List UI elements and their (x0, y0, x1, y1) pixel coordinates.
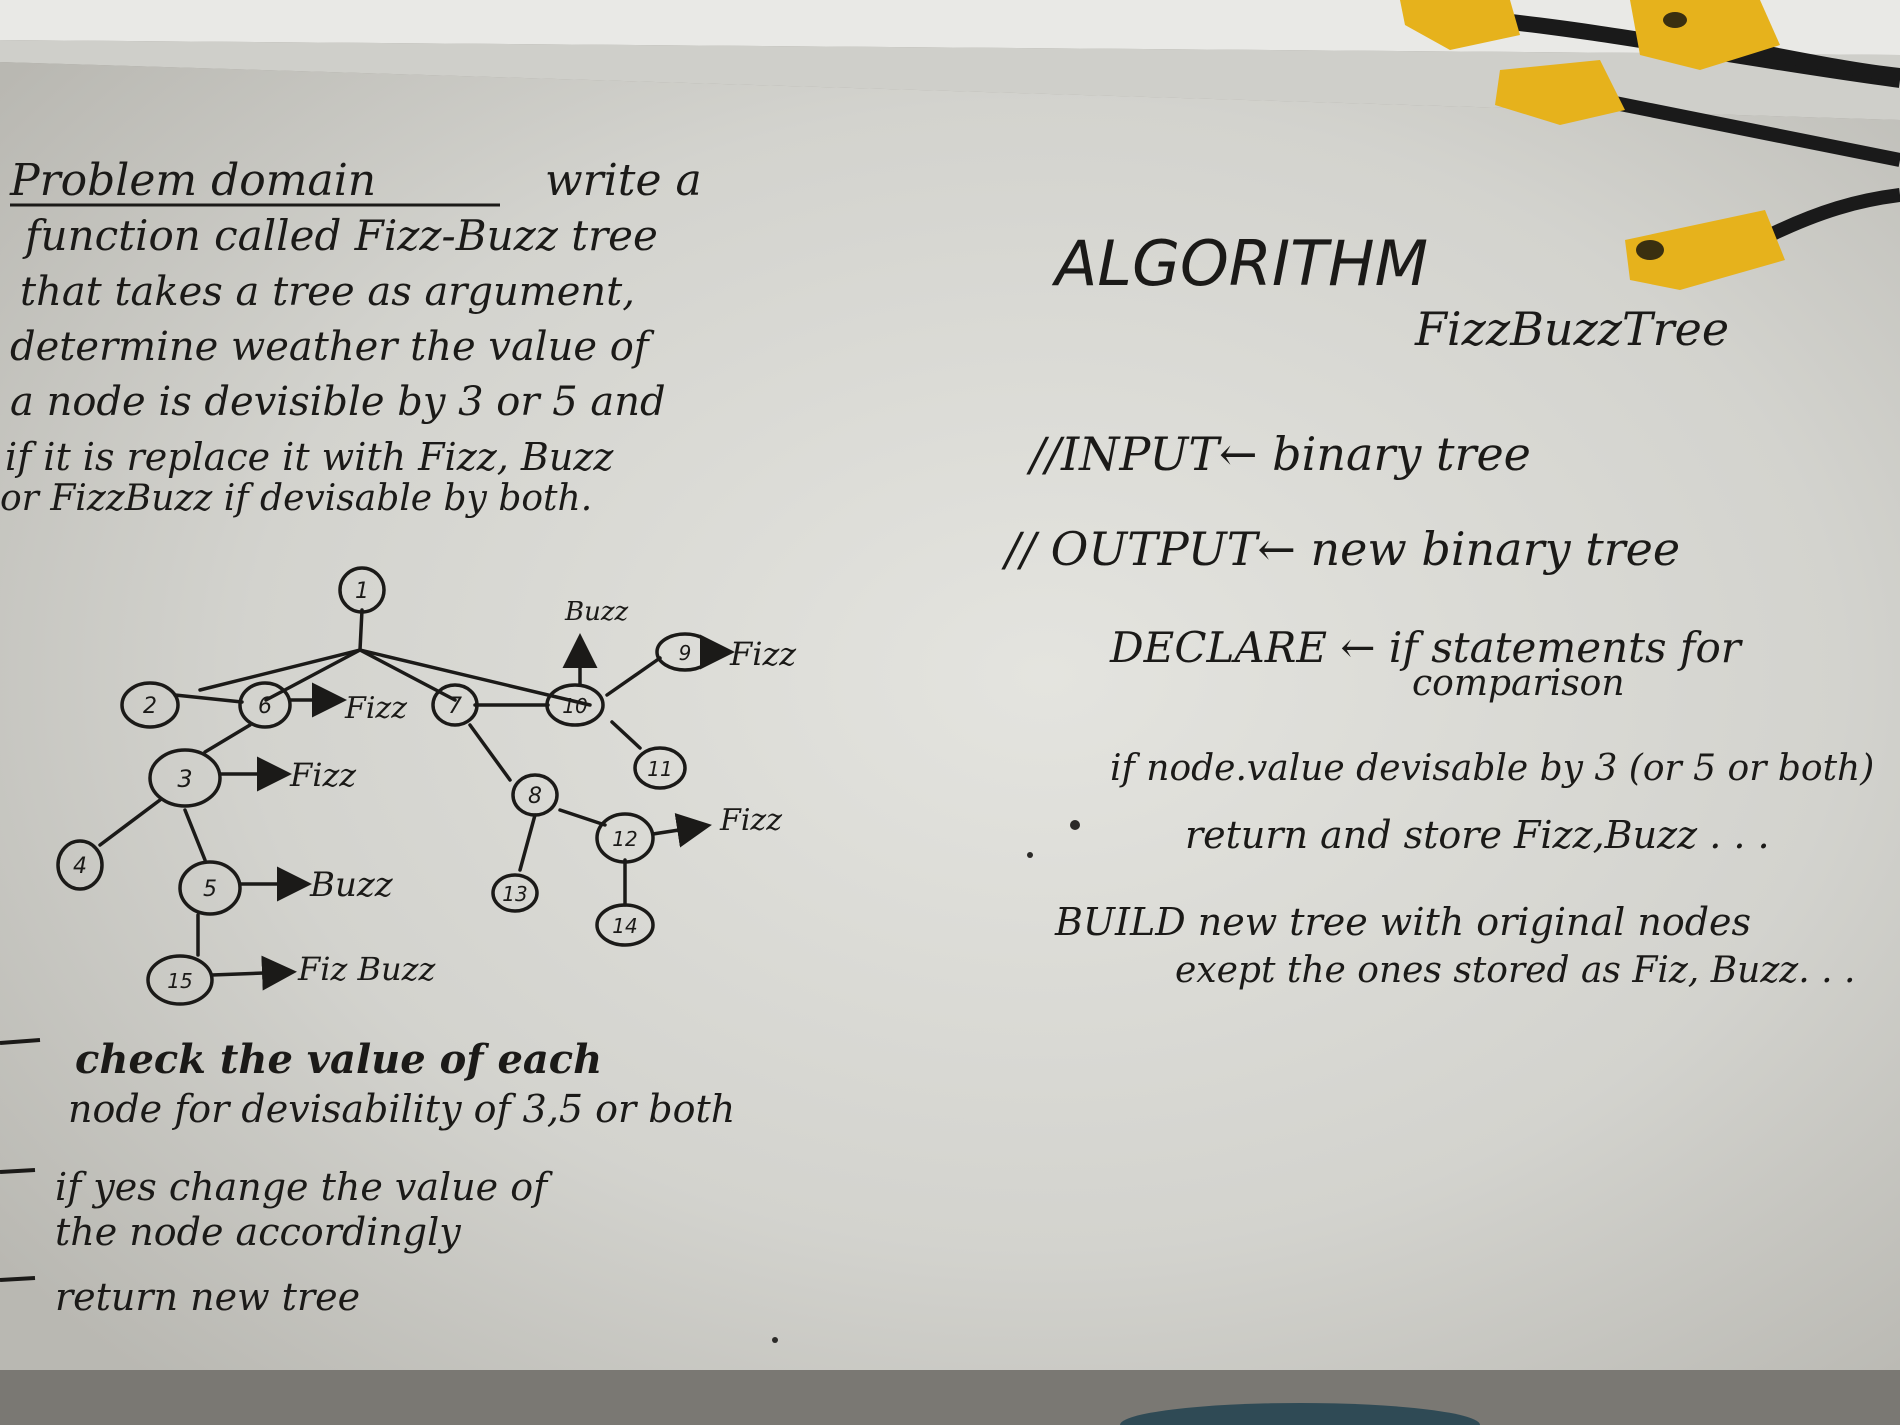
blue-object-bottom (1120, 1403, 1480, 1425)
step-1-line-1: check the value of each (75, 1036, 602, 1083)
problem-line-1: write a (545, 155, 702, 206)
svg-text:4: 4 (73, 854, 87, 879)
algorithm-build-line-1: BUILD new tree with original nodes (1054, 900, 1751, 944)
step-dash-3 (0, 1276, 36, 1282)
step-2-line-1: if yes change the value of (55, 1165, 553, 1209)
plug-1 (1400, 0, 1520, 50)
cable-connectors (1400, 0, 1900, 290)
plug-4 (1625, 210, 1785, 290)
algorithm-if-line-1: if node.value devisable by 3 (or 5 or bo… (1110, 748, 1874, 789)
problem-domain-heading: Problem domain (9, 155, 376, 206)
board-rail (0, 40, 1900, 120)
annotation-node5: Buzz (309, 865, 394, 905)
svg-text:1: 1 (355, 579, 369, 604)
problem-line-6: if it is replace it with Fizz, Buzz (5, 435, 614, 479)
algorithm-if-line-2: return and store Fizz,Buzz . . . (1185, 813, 1770, 857)
tree-node-2: 2 (120, 681, 180, 729)
tree-node-15: 15 (146, 954, 214, 1006)
svg-text:5: 5 (203, 877, 217, 902)
algorithm-subtitle: FizzBuzzTree (1414, 302, 1729, 356)
board-bottom-edge (0, 1370, 1900, 1425)
steps-block: check the value of each node for devisab… (0, 1036, 735, 1319)
svg-text:15: 15 (167, 969, 192, 993)
tree-node-14: 14 (595, 903, 655, 947)
algorithm-output: // OUTPUT← new binary tree (1001, 522, 1680, 576)
algorithm-block: ALGORITHM FizzBuzzTree //INPUT← binary t… (1001, 227, 1874, 991)
tree-node-3: 3 (148, 748, 222, 808)
svg-text:7: 7 (448, 694, 462, 719)
problem-domain-block: Problem domain write a function called F… (0, 155, 702, 519)
tree-node-1: 1 (338, 566, 386, 614)
problem-line-5: a node is devisible by 3 or 5 and (10, 379, 666, 425)
tree-node-11: 11 (633, 746, 687, 790)
svg-text:11: 11 (647, 757, 672, 781)
annotation-node9: Fizz (729, 635, 797, 673)
tree-node-5: 5 (178, 860, 242, 916)
svg-text:13: 13 (502, 882, 527, 906)
annotation-node6: Fizz (344, 691, 407, 726)
svg-text:12: 12 (612, 827, 637, 851)
tree-node-12: 12 (595, 812, 655, 864)
problem-line-7: or FizzBuzz if devisable by both. (0, 478, 592, 519)
whiteboard-surface (0, 62, 1900, 1425)
algorithm-declare-line-1: DECLARE ← if statements for (1109, 623, 1744, 672)
problem-line-2: function called Fizz-Buzz tree (22, 211, 658, 260)
svg-text:8: 8 (528, 784, 542, 809)
annotation-node3: Fizz (289, 756, 357, 794)
svg-text:10: 10 (562, 694, 587, 718)
tree-node-7: 7 (431, 683, 479, 727)
problem-line-3: that takes a tree as argument, (20, 269, 635, 315)
plug-3 (1495, 60, 1625, 125)
svg-text:6: 6 (258, 694, 272, 719)
step-dash-1 (0, 1038, 41, 1045)
algorithm-build-line-2: exept the ones stored as Fiz, Buzz. . . (1175, 950, 1855, 991)
tree-node-8: 8 (511, 773, 559, 817)
step-dash-2 (0, 1168, 36, 1174)
step-3-line-1: return new tree (55, 1275, 360, 1319)
algorithm-declare-line-2: comparison (1412, 663, 1625, 704)
svg-text:9: 9 (679, 641, 692, 665)
tree-node-4: 4 (56, 839, 104, 891)
algorithm-title: ALGORITHM (1051, 227, 1428, 300)
svg-text:14: 14 (612, 914, 637, 938)
marker-smudges (772, 820, 1080, 1343)
svg-text:3: 3 (177, 765, 192, 793)
tree-node-13: 13 (491, 873, 539, 913)
step-2-line-2: the node accordingly (55, 1210, 461, 1254)
tree-node-6: 6 (238, 681, 292, 729)
tree-diagram: 1 2 6 7 10 9 11 3 (56, 566, 797, 1006)
algorithm-input: //INPUT← binary tree (1026, 427, 1531, 481)
problem-line-4: determine weather the value of (10, 324, 655, 370)
tree-node-10: 10 (545, 683, 605, 727)
svg-text:2: 2 (143, 694, 157, 719)
plug-2 (1630, 0, 1780, 70)
annotation-node15: Fiz Buzz (297, 950, 436, 988)
annotation-node12: Fizz (719, 803, 782, 838)
step-1-line-2: node for devisability of 3,5 or both (68, 1087, 735, 1131)
annotation-node10: Buzz (564, 597, 629, 627)
